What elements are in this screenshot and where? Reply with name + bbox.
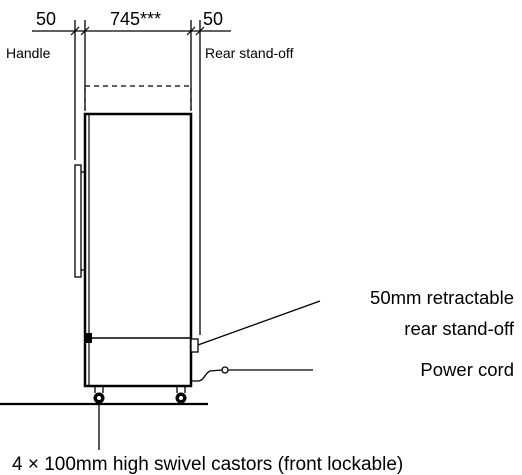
castors (93, 392, 187, 404)
cabinet (83, 112, 193, 388)
retractable-standoff-label-line2: rear stand-off (404, 318, 515, 339)
retractable-standoff-label-line1: 50mm retractable (370, 287, 514, 308)
rear-castor-hub (179, 396, 183, 400)
power-cord-label: Power cord (420, 359, 514, 380)
power-plug (221, 366, 229, 374)
dashed-top-outline (84, 85, 192, 115)
front-castor-hub (97, 396, 101, 400)
right-clearance-dimension: 50 (203, 9, 223, 29)
depth-dimension: 745*** (110, 9, 161, 29)
dimension-lines (32, 20, 231, 335)
left-clearance-dimension: 50 (36, 9, 56, 29)
rear-standoff (190, 338, 199, 353)
castor-stems (94, 386, 186, 393)
standoff-leader-line (197, 300, 321, 346)
cabinet-body (83, 112, 193, 388)
castors-caption: 4 × 100mm high swivel castors (front loc… (12, 454, 403, 475)
door-handle (74, 164, 85, 278)
handle-label: Handle (6, 45, 51, 61)
power-cord (191, 366, 313, 382)
rear-standoff-label: Rear stand-off (205, 45, 294, 61)
hinge-marker (84, 333, 92, 343)
handle-bar (74, 164, 82, 278)
dimension-ticks (70, 26, 205, 36)
